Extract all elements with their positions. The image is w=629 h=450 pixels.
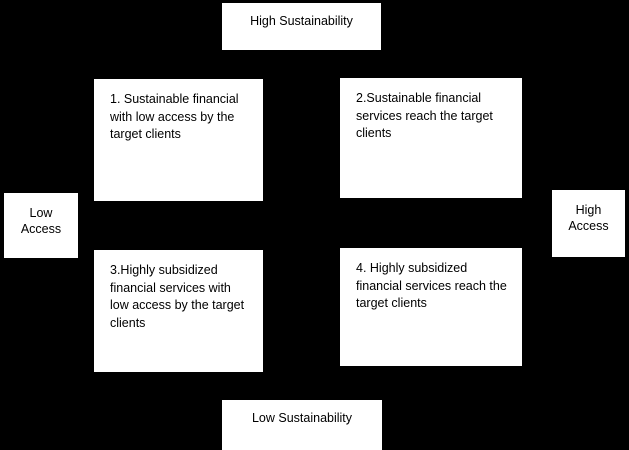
axis-label-low-sustainability: Low Sustainability — [222, 400, 382, 450]
quadrant-box-3: 3.Highly subsidized financial services w… — [94, 250, 263, 372]
axis-label-low-sustainability-text: Low Sustainability — [251, 411, 353, 425]
axis-label-high-access-text: High Access — [568, 203, 609, 233]
axis-label-high-access: High Access — [552, 190, 625, 257]
axis-label-low-access: Low Access — [4, 193, 78, 258]
quadrant-box-1: 1. Sustainable financial with low access… — [94, 79, 263, 201]
quadrant-box-2: 2.Sustainable financial services reach t… — [340, 78, 522, 198]
axis-label-low-access-text: Low Access — [20, 206, 62, 236]
quadrant-1-text: 1. Sustainable financial with low access… — [110, 92, 239, 141]
quadrant-3-text: 3.Highly subsidized financial services w… — [110, 263, 245, 330]
axis-label-high-sustainability: High Sustainability — [222, 3, 381, 50]
quadrant-box-4: 4. Highly subsidized financial services … — [340, 248, 522, 366]
quadrant-4-text: 4. Highly subsidized financial services … — [356, 261, 507, 310]
axis-label-high-sustainability-text: High Sustainability — [250, 14, 353, 28]
quadrant-2-text: 2.Sustainable financial services reach t… — [356, 91, 493, 140]
